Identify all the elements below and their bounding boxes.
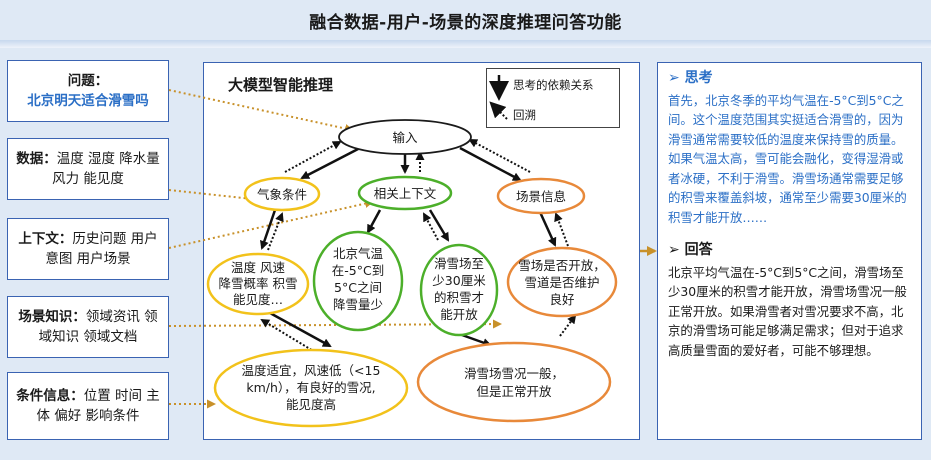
scene-key: 场景知识：: [18, 309, 86, 325]
backtrack-conclusion-resort: [559, 314, 577, 337]
title-underline: [0, 40, 931, 48]
condition-box: 条件信息：位置 时间 主体 偏好 影响条件: [7, 372, 169, 440]
data-box: 数据：温度 湿度 降水量 风力 能见度: [7, 138, 169, 200]
question-box: 问题： 北京明天适合滑雪吗: [7, 60, 169, 122]
output-panel: ➢ 思考 首先，北京冬季的平均气温在-5°C到5°C之间。这个温度范围其实挺适合…: [657, 62, 922, 440]
backtrack-detail-weather: [267, 212, 284, 251]
backtrack-weather-input: [284, 141, 342, 173]
arrow-input-weather: [300, 146, 361, 180]
node-context-label: 相关上下文: [374, 186, 437, 201]
node-conclusion-right-line1: 滑雪场雪况一般，: [464, 366, 564, 381]
node-weather-detail: [206, 252, 310, 316]
condition-key: 条件信息：: [16, 388, 84, 404]
node-conclusion-left-line3: 能见度高: [286, 397, 336, 412]
backtrack-resort-scene: [554, 212, 569, 247]
arrow-input-scene: [459, 146, 522, 182]
node-beijing-temp-line4: 降雪量少: [333, 297, 383, 312]
node-weather-detail-line3: 能见度…: [233, 292, 283, 307]
page-title: 融合数据-用户-场景的深度推理问答功能: [309, 13, 622, 33]
node-conclusion-right-line2: 但是正常开放: [476, 384, 552, 399]
node-beijing-temp: [312, 230, 404, 332]
answer-heading: ➢ 回答: [668, 241, 911, 261]
node-snow-depth-line3: 的积雪才: [434, 290, 484, 305]
node-weather: [243, 176, 321, 212]
think-chevron-icon: ➢: [668, 70, 685, 86]
node-resort-open-line2: 雪道是否维护: [524, 275, 599, 290]
link-question-input: [168, 89, 354, 133]
node-conclusion-left: [213, 348, 409, 428]
node-resort-open: [506, 246, 618, 318]
reasoning-title: 大模型智能推理: [228, 76, 334, 94]
scene-value: 领域资讯 领域知识 领域文档: [38, 309, 158, 345]
think-label: 思考: [684, 70, 713, 86]
question-key: 问题：: [67, 73, 109, 89]
node-scene-label: 场景信息: [516, 189, 566, 204]
arrow-weather-detail: [260, 209, 277, 250]
node-weather-label: 气象条件: [257, 187, 307, 202]
think-text: 首先，北京冬季的平均气温在-5°C到5°C之间。这个温度范围其实挺适合滑雪的，因…: [668, 92, 907, 225]
arrow-context-snow: [428, 209, 450, 242]
node-beijing-temp-line1: 北京气温: [333, 246, 384, 261]
question-value: 北京明天适合滑雪吗: [27, 93, 149, 109]
arrow-detail-conclusion: [269, 311, 332, 348]
legend-dotted-arrow: [489, 101, 508, 120]
context-value: 历史问题 用户意图 用户场景: [45, 231, 158, 267]
answer-text: 北京平均气温在-5°C到5°C之间，滑雪场至少30厘米的积雪才能开放，滑雪场雪况…: [668, 264, 907, 358]
node-snow-depth-line4: 能开放: [440, 307, 478, 322]
node-conclusion-left-line1: 温度适宜，风速低（<15: [242, 363, 381, 378]
arrow-scene-resort: [538, 211, 557, 247]
legend-backtrack-label: 回溯: [513, 108, 536, 122]
node-input: [338, 119, 472, 155]
node-resort-open-line1: 雪场是否开放，: [518, 258, 606, 273]
node-weather-detail-line2: 降雪概率 积雪: [219, 276, 298, 291]
scene-knowledge-box: 场景知识：领域资讯 领域知识 领域文档: [7, 296, 169, 358]
data-value: 温度 湿度 降水量 风力 能见度: [52, 151, 160, 187]
link-data-weather: [168, 189, 264, 204]
arrow-context-temp: [366, 209, 382, 234]
node-beijing-temp-line3: 5°C之间: [334, 280, 382, 295]
answer-chevron-icon: ➢: [668, 242, 685, 258]
answer-label: 回答: [684, 242, 713, 258]
node-beijing-temp-line2: 在-5°C到: [332, 263, 384, 278]
backtrack-snow-context: [423, 212, 439, 241]
node-snow-depth-line2: 少30厘米: [432, 273, 486, 288]
node-snow-depth-line1: 滑雪场至: [434, 256, 484, 271]
node-resort-open-line3: 良好: [549, 292, 574, 307]
node-input-label: 输入: [392, 130, 418, 145]
context-box: 上下文：历史问题 用户意图 用户场景: [7, 218, 169, 280]
condition-value: 位置 时间 主体 偏好 影响条件: [36, 388, 160, 424]
legend-dependency-label: 思考的依赖关系: [513, 78, 594, 92]
node-weather-detail-line1: 温度 风速: [231, 260, 285, 275]
legend: 思考的依赖关系 回溯: [486, 68, 620, 128]
backtrack-conclusion-detail: [260, 318, 316, 353]
node-context: [357, 175, 453, 211]
backtrack-scene-input: [468, 139, 531, 173]
node-conclusion-left-line2: km/h），有良好的雪况,: [246, 380, 375, 395]
context-key: 上下文：: [18, 231, 73, 247]
node-snow-depth: [419, 243, 499, 337]
node-conclusion-right: [416, 341, 612, 423]
think-heading: ➢ 思考: [668, 69, 911, 89]
data-key: 数据：: [16, 151, 57, 167]
node-scene: [496, 177, 586, 215]
legend-marks: [489, 75, 509, 120]
